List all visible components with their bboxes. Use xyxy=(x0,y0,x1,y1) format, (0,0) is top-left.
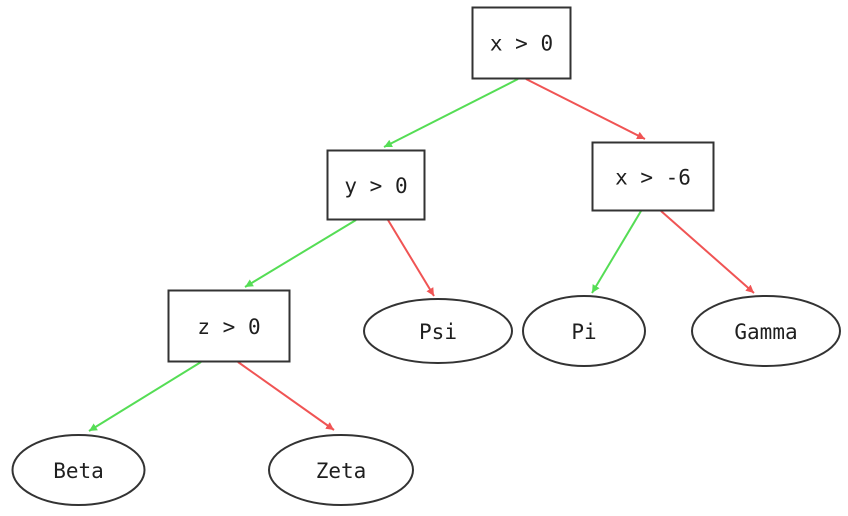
node-x-gt-neg6: x > -6 xyxy=(591,141,715,212)
node-gamma-ellipse xyxy=(691,295,841,367)
node-label: z > 0 xyxy=(197,315,260,339)
edge-y0-to-z0-true xyxy=(244,219,357,288)
edge-root-to-x6-false xyxy=(525,78,646,140)
node-zeta-ellipse xyxy=(268,434,414,506)
node-label: Psi xyxy=(419,320,457,344)
node-label: y > 0 xyxy=(344,174,407,198)
node-z-gt-0: z > 0 xyxy=(167,289,291,363)
node-gamma: Gamma xyxy=(691,295,841,367)
edge-y0-to-psi-false xyxy=(387,219,435,297)
node-x-gt-0: x > 0 xyxy=(471,6,572,80)
node-x-gt-neg6-box xyxy=(591,141,715,212)
edge-x6-to-pi-true xyxy=(591,210,642,294)
edge-z0-to-beta-true xyxy=(88,361,202,432)
edge-root-to-y0-true xyxy=(383,78,519,148)
node-label: Beta xyxy=(53,459,104,483)
node-psi-ellipse xyxy=(363,298,513,364)
node-y-gt-0: y > 0 xyxy=(326,149,426,221)
node-beta-ellipse xyxy=(11,434,146,506)
node-label: x > 0 xyxy=(490,32,553,56)
node-label: Gamma xyxy=(734,320,797,344)
node-label: Pi xyxy=(571,320,596,344)
node-y-gt-0-box xyxy=(326,149,426,221)
node-z-gt-0-box xyxy=(167,289,291,363)
node-zeta: Zeta xyxy=(268,434,414,506)
node-label: Zeta xyxy=(316,459,367,483)
edge-z0-to-zeta-false xyxy=(237,361,335,431)
node-psi: Psi xyxy=(363,298,513,364)
node-pi: Pi xyxy=(522,295,646,367)
edge-x6-to-gamma-false xyxy=(660,210,755,294)
node-x-gt-0-box xyxy=(471,6,572,80)
node-beta: Beta xyxy=(11,434,146,506)
node-pi-ellipse xyxy=(522,295,646,367)
node-label: x > -6 xyxy=(615,166,691,190)
